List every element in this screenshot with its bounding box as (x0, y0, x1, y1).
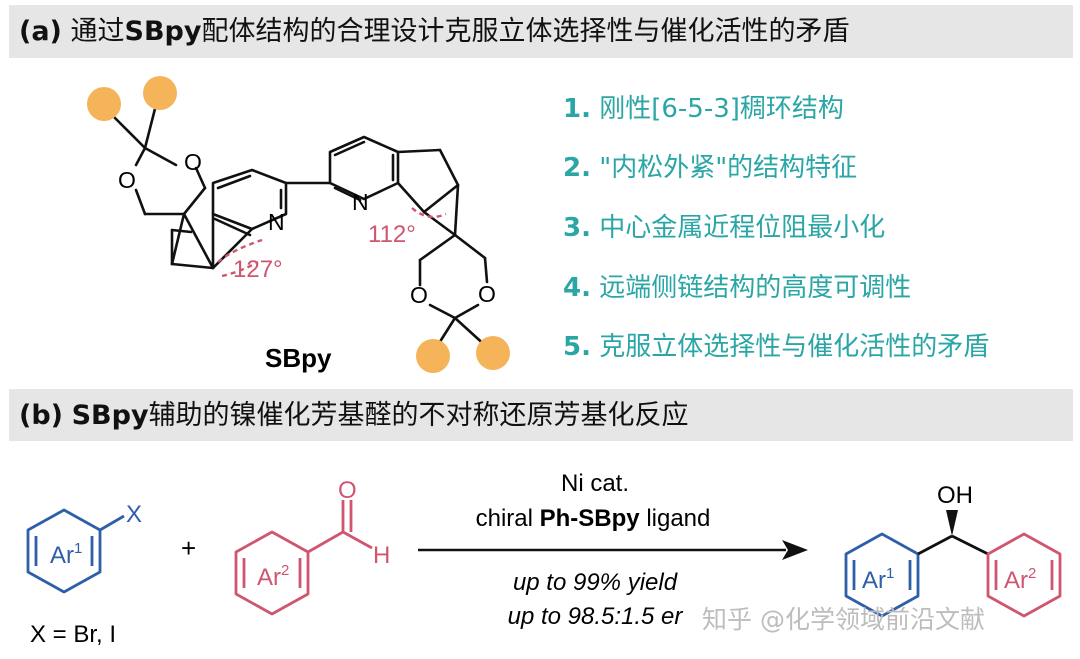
halide-label: X (126, 501, 142, 528)
atom-o-1: O (184, 149, 202, 175)
watermark: 知乎 @化学领域前沿文献 (702, 605, 985, 634)
aryl-halide-ring-label: Ar1 (50, 540, 82, 569)
product-ring2-label: Ar2 (1004, 565, 1036, 594)
feature-3: 3. 中心金属近程位阻最小化 (563, 207, 885, 244)
feature-2: 2. "内松外紧"的结构特征 (563, 147, 857, 184)
plus-sign: + (181, 533, 196, 563)
atom-o-3: O (410, 282, 428, 308)
aryl-halide (26, 508, 125, 594)
halide-definition: X = Br, I (30, 621, 116, 648)
angle-label-left: 127° (233, 256, 283, 283)
feature-2-num: 2. (563, 153, 591, 183)
reaction-arrowhead (782, 540, 808, 560)
sbpy-molecule (105, 95, 490, 350)
condition-er: up to 98.5:1.5 er (508, 603, 684, 630)
angle-arc-left (217, 238, 263, 263)
section-a-title-post: 配体结构的合理设计克服立体选择性与催化活性的矛盾 (201, 16, 850, 47)
feature-5-num: 5. (563, 332, 591, 362)
feature-1: 1. 刚性[6-5-3]稠环结构 (563, 88, 844, 125)
feature-3-text: 中心金属近程位阻最小化 (599, 213, 886, 243)
angle-arc-right (411, 207, 447, 219)
atom-o-2: O (118, 167, 136, 193)
substituent-ball-2 (143, 76, 177, 110)
aldehyde-hydrogen: H (373, 542, 390, 569)
feature-1-text: 刚性[6-5-3]稠环结构 (599, 94, 844, 124)
substituent-ball-4 (476, 336, 510, 370)
aldehyde-ring-label: Ar2 (257, 562, 289, 591)
section-a-title-bold: SBpy (124, 16, 202, 47)
feature-3-num: 3. (563, 213, 591, 243)
feature-5-text: 克服立体选择性与催化活性的矛盾 (599, 332, 990, 362)
section-b-label: (b) (19, 399, 64, 431)
section-a-label: (a) (19, 16, 62, 47)
atom-o-4: O (478, 281, 496, 307)
atom-n-1: N (268, 209, 285, 235)
aldehyde (234, 500, 373, 616)
condition-catalyst: Ni cat. (561, 470, 629, 497)
substituent-ball-3 (416, 339, 450, 373)
condition-yield: up to 99% yield (513, 569, 678, 596)
feature-5: 5. 克服立体选择性与催化活性的矛盾 (563, 326, 989, 363)
section-b-title-bold: SBpy (71, 399, 149, 431)
product (844, 532, 1062, 618)
feature-4: 4. 远端侧链结构的高度可调性 (563, 267, 911, 304)
feature-4-text: 远端侧链结构的高度可调性 (599, 273, 912, 303)
product-wedge-bond (946, 510, 958, 536)
condition-ligand: chiral Ph-SBpy ligand (476, 505, 711, 532)
molecule-name: SBpy (265, 343, 332, 373)
product-ring1-label: Ar1 (862, 565, 894, 594)
angle-arc-left-2 (221, 260, 259, 278)
feature-4-num: 4. (563, 273, 591, 303)
feature-1-num: 1. (563, 94, 591, 124)
product-hydroxyl: OH (937, 482, 973, 509)
aldehyde-oxygen: O (338, 477, 357, 504)
atom-n-2: N (352, 189, 369, 215)
substituent-ball-1 (87, 87, 121, 121)
feature-2-text: "内松外紧"的结构特征 (599, 153, 858, 183)
angle-label-right: 112° (368, 221, 416, 248)
section-b-title-post: 辅助的镍催化芳基醛的不对称还原芳基化反应 (148, 399, 689, 431)
section-a-title-pre: 通过 (70, 16, 125, 47)
